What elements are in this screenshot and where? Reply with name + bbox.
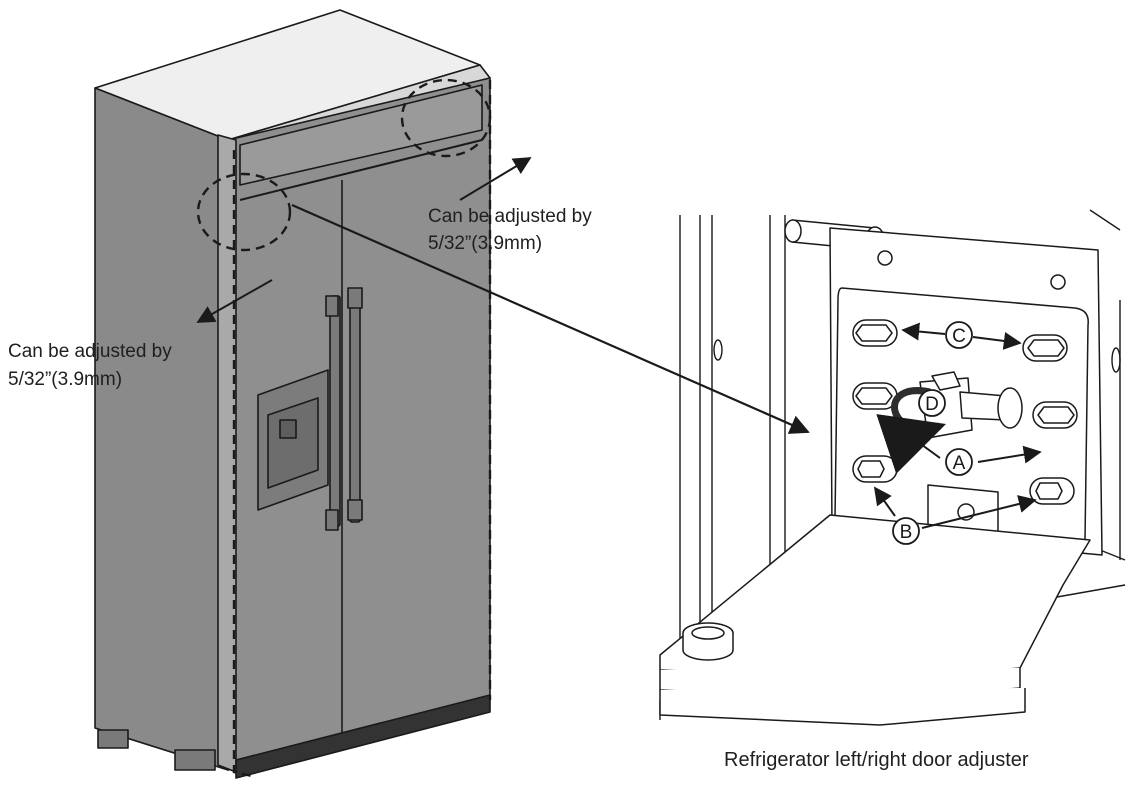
callout-a-label: A <box>953 453 966 474</box>
arrow-a-left <box>883 416 941 459</box>
fridge-left-side <box>94 87 229 771</box>
arrow-a-right <box>977 445 1042 464</box>
left-adjust-note-line2: 5/32”(3.9mm) <box>8 369 123 390</box>
arrow-c-right <box>972 332 1022 350</box>
right-foot <box>174 749 216 771</box>
left-note-arrow <box>196 279 273 323</box>
door-adjuster-detail <box>659 209 1126 726</box>
top-note-arrow <box>459 157 532 201</box>
refrigerator <box>94 9 491 779</box>
arrow-c-left <box>901 322 946 341</box>
callout-a: A <box>945 448 973 476</box>
arrow-b-right <box>921 495 1037 529</box>
top-panel <box>239 84 483 186</box>
detail-caption: Refrigerator left/right door adjuster <box>724 749 1029 771</box>
callout-c: C <box>945 321 973 349</box>
callout-c-label: C <box>952 326 966 347</box>
adjustment-outline <box>196 78 492 778</box>
callout-b: B <box>892 517 920 545</box>
left-foot <box>97 729 129 749</box>
door-handles <box>325 287 363 531</box>
callout-d-label: D <box>925 394 939 415</box>
callout-b-label: B <box>900 522 913 543</box>
upper-left-highlight <box>196 172 292 252</box>
top-adjust-note-line2: 5/32”(3.9mm) <box>428 233 543 254</box>
rotate-arrow-icon <box>876 387 946 474</box>
left-adjust-note-line1: Can be adjusted by <box>8 341 172 362</box>
callout-d: D <box>918 389 946 417</box>
top-right-highlight <box>400 78 492 158</box>
detail-pointer-arrow <box>291 203 810 434</box>
top-adjust-note-line1: Can be adjusted by <box>428 206 592 227</box>
arrow-b-left <box>873 486 896 517</box>
